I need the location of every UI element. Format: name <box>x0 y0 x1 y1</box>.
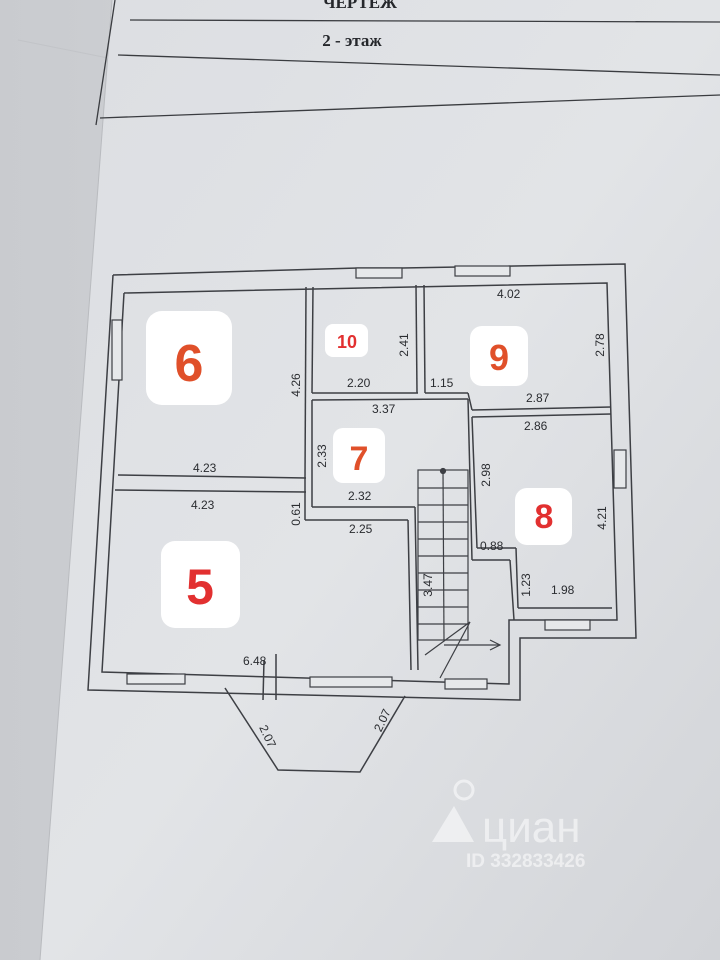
dim-label: 4.21 <box>595 506 609 530</box>
windows <box>111 265 627 690</box>
room-number: 7 <box>350 440 369 478</box>
watermark-brand: циан <box>482 803 581 852</box>
room-badge-5: 5 <box>161 541 240 628</box>
dim-label: 0.88 <box>480 539 504 553</box>
floor-plan <box>87 263 637 701</box>
room-number: 6 <box>175 335 204 393</box>
outer-wall-inner <box>101 282 618 685</box>
dim-label: 3.47 <box>421 573 435 597</box>
room-number: 8 <box>535 498 554 536</box>
title-block <box>95 0 720 126</box>
dim-label: 4.26 <box>289 373 303 397</box>
room-number: 9 <box>489 337 509 378</box>
dim-label: 1.23 <box>519 573 533 597</box>
dim-label: 2.98 <box>479 463 493 487</box>
dim-label: 2.86 <box>524 419 548 433</box>
dim-label: 2.32 <box>348 489 372 503</box>
dim-label: 4.02 <box>497 287 521 301</box>
dim-label: 2.41 <box>397 333 411 357</box>
room-badge-6: 6 <box>146 311 232 405</box>
room-badge-10: 10 <box>325 324 368 357</box>
page-edge <box>17 39 109 59</box>
dim-label: 6.48 <box>243 654 267 668</box>
dim-label: 3.37 <box>372 402 396 416</box>
staircase <box>417 467 502 679</box>
watermark-id: ID 332833426 <box>466 851 585 872</box>
room-badge-9: 9 <box>470 326 528 386</box>
dim-label: 2.25 <box>349 522 373 536</box>
room-badge-7: 7 <box>333 428 385 483</box>
room-number: 10 <box>337 332 357 352</box>
dim-label: 0.61 <box>289 502 303 526</box>
dimension-labels: 4.02 2.78 2.41 4.26 2.20 1.15 3.37 2.87 … <box>191 287 609 750</box>
dim-label: 1.98 <box>551 583 575 597</box>
watermark: циан ID 332833426 <box>432 779 585 872</box>
floor-label: 2 - этаж <box>322 31 382 50</box>
bay-balcony <box>224 654 406 773</box>
dim-label: 1.15 <box>430 376 454 390</box>
location-pin-icon <box>432 779 475 842</box>
drawing-title: ЧЕРТЕЖ <box>323 0 397 12</box>
dim-label: 2.33 <box>315 444 329 468</box>
dim-label: 2.20 <box>347 376 371 390</box>
dim-label: 4.23 <box>191 498 215 512</box>
dim-label: 2.87 <box>526 391 550 405</box>
room-badge-8: 8 <box>515 488 572 545</box>
room-number: 5 <box>186 559 214 615</box>
dim-label: 2.78 <box>593 333 607 357</box>
dim-label: 4.23 <box>193 461 217 475</box>
